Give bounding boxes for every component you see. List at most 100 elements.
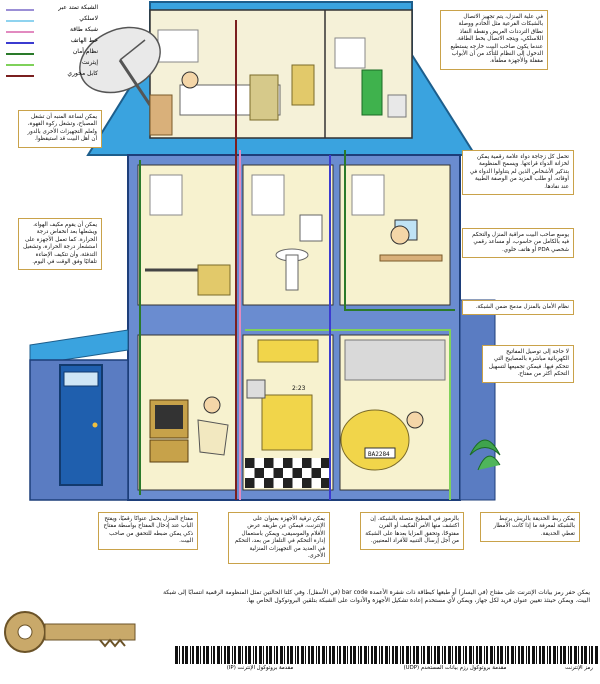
legend-row: خط الهاتف: [6, 37, 98, 48]
legend-row: لاسلكي: [6, 15, 98, 26]
barcode-bar: [494, 646, 495, 664]
barcode-bar: [507, 646, 509, 664]
barcode-bar: [511, 646, 514, 664]
barcode-bar: [444, 646, 446, 664]
barcode-bar: [463, 646, 464, 664]
barcode-bar: [255, 646, 257, 664]
microwave: [246, 379, 266, 399]
barcode-bar: [253, 646, 254, 664]
barcode-bar: [308, 646, 310, 664]
barcode-bar: [421, 646, 422, 664]
barcode-bar: [413, 646, 415, 664]
barcode-bar: [479, 646, 482, 664]
barcode-bar: [406, 646, 409, 664]
network-wiring: [139, 20, 455, 500]
barcode-bar: [574, 646, 577, 664]
callout-garden: يمكن ربط الحديقة بالريش يرتبط بالشبكة لم…: [480, 512, 580, 543]
legend-label: الشبكة تمتد عبر: [58, 4, 98, 11]
callout-office: يوسع صاحب البيت مراقبة المنزل والتحكم في…: [462, 228, 574, 259]
barcode-bar: [521, 646, 524, 664]
legend-label: شبكة طاقة: [70, 26, 98, 33]
callout-medicine: تحمل كل زجاجة دواء علامة رقمية يمكن لخزا…: [462, 150, 574, 195]
barcode-bar: [532, 646, 535, 664]
barcode-bar: [423, 646, 425, 664]
attic-window: [157, 29, 199, 63]
barcode-bar: [515, 646, 516, 664]
barcode-bar: [570, 646, 572, 664]
floor-tile: [264, 478, 274, 488]
floor-tile: [292, 468, 302, 478]
floor-tile: [254, 468, 264, 478]
barcode-bar: [385, 646, 388, 664]
barcode-bar: [203, 646, 205, 664]
barcode-bar: [364, 646, 367, 664]
barcode-bar: [581, 646, 583, 664]
floor-tile: [311, 468, 321, 478]
robot-vacuum: [340, 409, 410, 471]
barcode-bar: [175, 646, 178, 664]
floor-tile: [283, 478, 293, 488]
barcode-bar: [224, 646, 226, 664]
barcode-bar: [248, 646, 251, 664]
barcode-label-udp: مقدمة بروتوكول رزم بيانات المستخدم (UDP): [403, 665, 507, 671]
barcode-bar: [484, 646, 485, 664]
barcode-bar: [221, 646, 222, 664]
barcode-bar: [311, 646, 314, 664]
legend-swatch: [6, 75, 34, 77]
barcode-bar: [227, 646, 230, 664]
callout-tv: يمكن ترقية الأجهزة بعنوان على الإنترنت، …: [228, 512, 330, 565]
barcode-bar: [276, 646, 278, 664]
legend-row: كابل محوري: [6, 70, 98, 81]
barcode-bar: [259, 646, 262, 664]
barcode-bar: [402, 646, 404, 664]
barcode-bar: [322, 646, 325, 664]
barcode-bar: [595, 646, 598, 664]
barcode-bar: [316, 646, 317, 664]
barcode-bar: [343, 646, 346, 664]
barcode-bar: [263, 646, 264, 664]
barcode-bar: [360, 646, 362, 664]
barcode-bar: [339, 646, 341, 664]
callout-kettle: يمكن لساعة المنبه أن تشغل المصباح، وتشغل…: [18, 110, 102, 148]
kitchen-oven: [261, 394, 313, 451]
barcode-bar: [196, 646, 199, 664]
barcode-bar: [490, 646, 493, 664]
barcode-bar: [416, 646, 419, 664]
barcode-bar: [455, 646, 457, 664]
barcode-bar: [211, 646, 212, 664]
barcode-bar: [434, 646, 436, 664]
barcode-bar: [185, 646, 188, 664]
barcode-bar: [568, 646, 569, 664]
barcode-bar: [591, 646, 593, 664]
barcode-bar: [287, 646, 289, 664]
barcode-bar: [301, 646, 304, 664]
barcode-bar: [368, 646, 369, 664]
microwave-clock: 2:23: [292, 385, 306, 392]
barcode-bar: [584, 646, 587, 664]
barcode-bar: [329, 646, 331, 664]
barcode-bar: [374, 646, 377, 664]
legend-row: نظام أمان: [6, 48, 98, 59]
barcode-bar: [476, 646, 478, 664]
callout-kitchen: بالرموز في المطبخ متصلة بالشبكة. إن اكتش…: [360, 512, 464, 550]
legend-swatch: [6, 64, 34, 66]
barcode-bar: [547, 646, 548, 664]
barcode-bar: [297, 646, 299, 664]
barcode-bar: [284, 646, 285, 664]
barcode-bar: [458, 646, 461, 664]
legend-label: لاسلكي: [79, 15, 98, 22]
legend-row: الشبكة تمتد عبر: [6, 4, 98, 15]
barcode-label-ip: مقدمة بروتوكول الإنترنت (IP): [226, 665, 294, 671]
barcode-bar: [497, 646, 499, 664]
barcode-bar: [518, 646, 520, 664]
legend-row: شبكة طاقة: [6, 26, 98, 37]
callout-security: نظام الأمان بالمنزل مدمج ضمن الشبكة.: [462, 300, 574, 316]
barcode-label-internet: رمز الإنترنت: [565, 665, 593, 671]
garden-plant: [469, 439, 501, 456]
floor-tile: [245, 458, 255, 468]
barcode-bar: [589, 646, 590, 664]
barcode-bar: [326, 646, 327, 664]
garage-door: [344, 339, 446, 381]
legend-swatch: [6, 42, 34, 44]
